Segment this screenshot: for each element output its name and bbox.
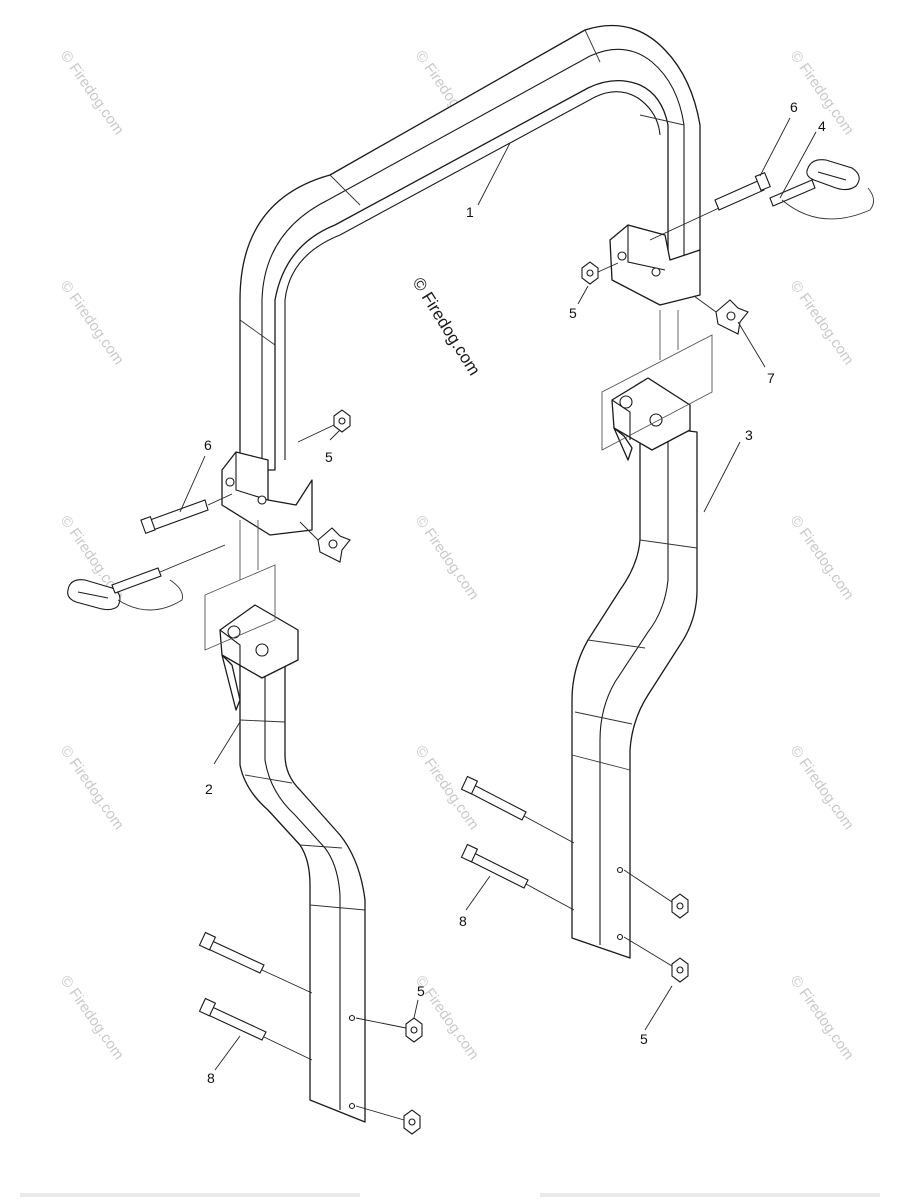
watermark-tile: © Firedog.com — [787, 278, 857, 369]
callout-5-upper-left: 5 — [325, 449, 333, 465]
callout-8-right: 8 — [459, 913, 467, 929]
callout-2: 2 — [205, 781, 213, 797]
callout-1: 1 — [466, 204, 474, 220]
bolt-8-left-lower — [198, 997, 313, 1061]
watermark-tile: © Firedog.com — [57, 743, 127, 834]
watermark-tile: © Firedog.com — [57, 278, 127, 369]
callout-leaders — [179, 117, 817, 1071]
callout-5-left-post: 5 — [417, 983, 425, 999]
footer-strip — [20, 1193, 880, 1197]
part-1-upper-hoop — [221, 24, 701, 536]
nut-5-upper-left — [297, 409, 351, 443]
bolt-8-right-lower — [460, 843, 575, 911]
bolt-8-right-upper — [460, 775, 575, 844]
watermark-tile: © Firedog.com — [57, 48, 127, 139]
watermark-tile: © Firedog.com — [787, 743, 857, 834]
callout-5-right-post: 5 — [640, 1031, 648, 1047]
knob-7-right — [693, 295, 749, 335]
part-2-left-post — [219, 604, 366, 1123]
bolt-8-left-upper — [198, 931, 313, 994]
callout-labels: 1 2 3 4 5 5 5 5 6 6 7 8 8 — [204, 99, 826, 1086]
nut-5-upper-right — [581, 261, 619, 285]
pin-4-right — [769, 159, 874, 220]
watermark-tile: © Firedog.com — [787, 973, 857, 1064]
callout-7: 7 — [767, 370, 775, 386]
nut-5-left-post-2 — [355, 1105, 421, 1135]
pin-4-left — [67, 544, 226, 611]
nut-5-right-post-1 — [623, 869, 689, 919]
knob-7-left — [299, 521, 351, 563]
watermark-tile: © Firedog.com — [57, 973, 127, 1064]
alignment-outlines — [204, 310, 713, 651]
watermark-tile: © Firedog.com — [787, 513, 857, 604]
watermark-tile: © Firedog.com — [412, 513, 482, 604]
callout-8-left: 8 — [207, 1070, 215, 1086]
bolt-6-left — [140, 493, 233, 534]
part-3-right-post — [571, 377, 698, 959]
bolt-6-right — [649, 171, 771, 241]
callout-5-upper-right: 5 — [569, 305, 577, 321]
watermark-center: © Firedog.com — [409, 274, 484, 379]
nut-5-right-post-2 — [623, 936, 689, 983]
callout-3: 3 — [745, 427, 753, 443]
nut-5-left-post-1 — [355, 1017, 423, 1043]
callout-6-left: 6 — [204, 437, 212, 453]
callout-4: 4 — [818, 118, 826, 134]
callout-6-right: 6 — [790, 99, 798, 115]
